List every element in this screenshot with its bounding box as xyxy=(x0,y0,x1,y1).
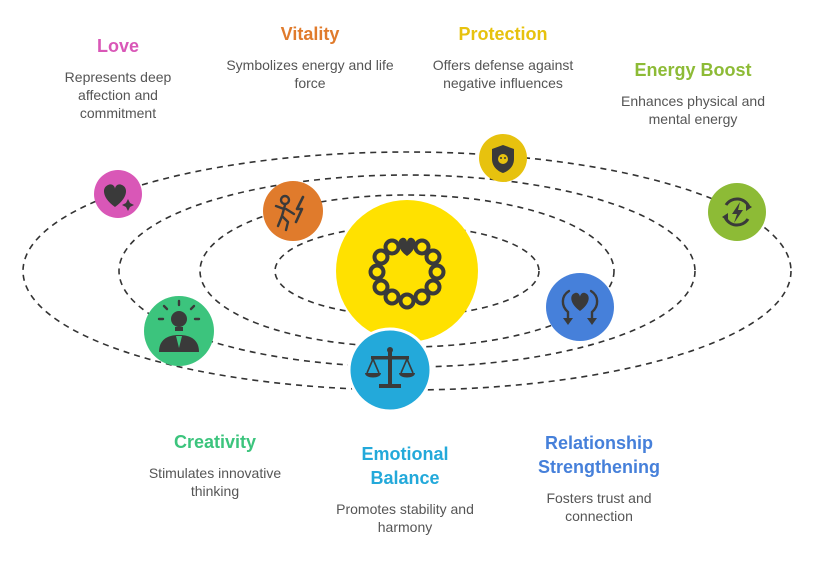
label-energy-boost: Energy Boost Enhances physical and menta… xyxy=(603,58,783,128)
label-protection-description: Offers defense against negative influenc… xyxy=(432,57,574,91)
label-protection: Protection Offers defense against negati… xyxy=(414,22,592,92)
label-vitality-description: Symbolizes energy and life force xyxy=(226,57,394,91)
heart-sparkle-icon xyxy=(103,184,134,211)
label-energy-boost-title: Energy Boost xyxy=(634,60,752,80)
lightning-refresh-icon xyxy=(722,197,752,227)
label-creativity: Creativity Stimulates innovative thinkin… xyxy=(132,430,298,500)
label-vitality-title: Vitality xyxy=(280,24,340,44)
label-relationship-title: Relationship Strengthening xyxy=(538,433,660,477)
node-vitality xyxy=(263,181,323,241)
label-protection-title: Protection xyxy=(458,24,548,44)
node-relationship xyxy=(546,273,614,341)
label-relationship: Relationship Strengthening Fosters trust… xyxy=(519,431,679,525)
balance-scale-icon xyxy=(365,347,415,388)
label-love-title: Love xyxy=(96,36,139,56)
node-creativity xyxy=(144,296,214,366)
label-emotional-balance-title: Emotional Balance xyxy=(361,444,449,488)
label-emotional-balance-description: Promotes stability and harmony xyxy=(336,501,474,535)
label-creativity-description: Stimulates innovative thinking xyxy=(148,465,282,499)
heart-arrows-icon xyxy=(561,289,599,325)
lightning-figure-icon xyxy=(274,194,305,232)
node-energy-boost xyxy=(708,183,766,241)
heart-wreath-icon xyxy=(368,237,446,310)
shield-icon xyxy=(492,145,514,173)
lightbulb-person-icon xyxy=(157,299,201,352)
label-relationship-description: Fosters trust and connection xyxy=(546,490,652,524)
node-emotional-balance xyxy=(347,327,433,413)
center-node xyxy=(336,200,478,342)
node-protection xyxy=(479,134,527,182)
label-love: Love Represents deep affection and commi… xyxy=(47,34,189,122)
label-love-description: Represents deep affection and commitment xyxy=(64,69,172,121)
node-love xyxy=(94,170,142,218)
label-energy-boost-description: Enhances physical and mental energy xyxy=(621,93,765,127)
label-emotional-balance: Emotional Balance Promotes stability and… xyxy=(323,442,487,536)
label-vitality: Vitality Symbolizes energy and life forc… xyxy=(225,22,395,92)
label-creativity-title: Creativity xyxy=(173,432,257,452)
